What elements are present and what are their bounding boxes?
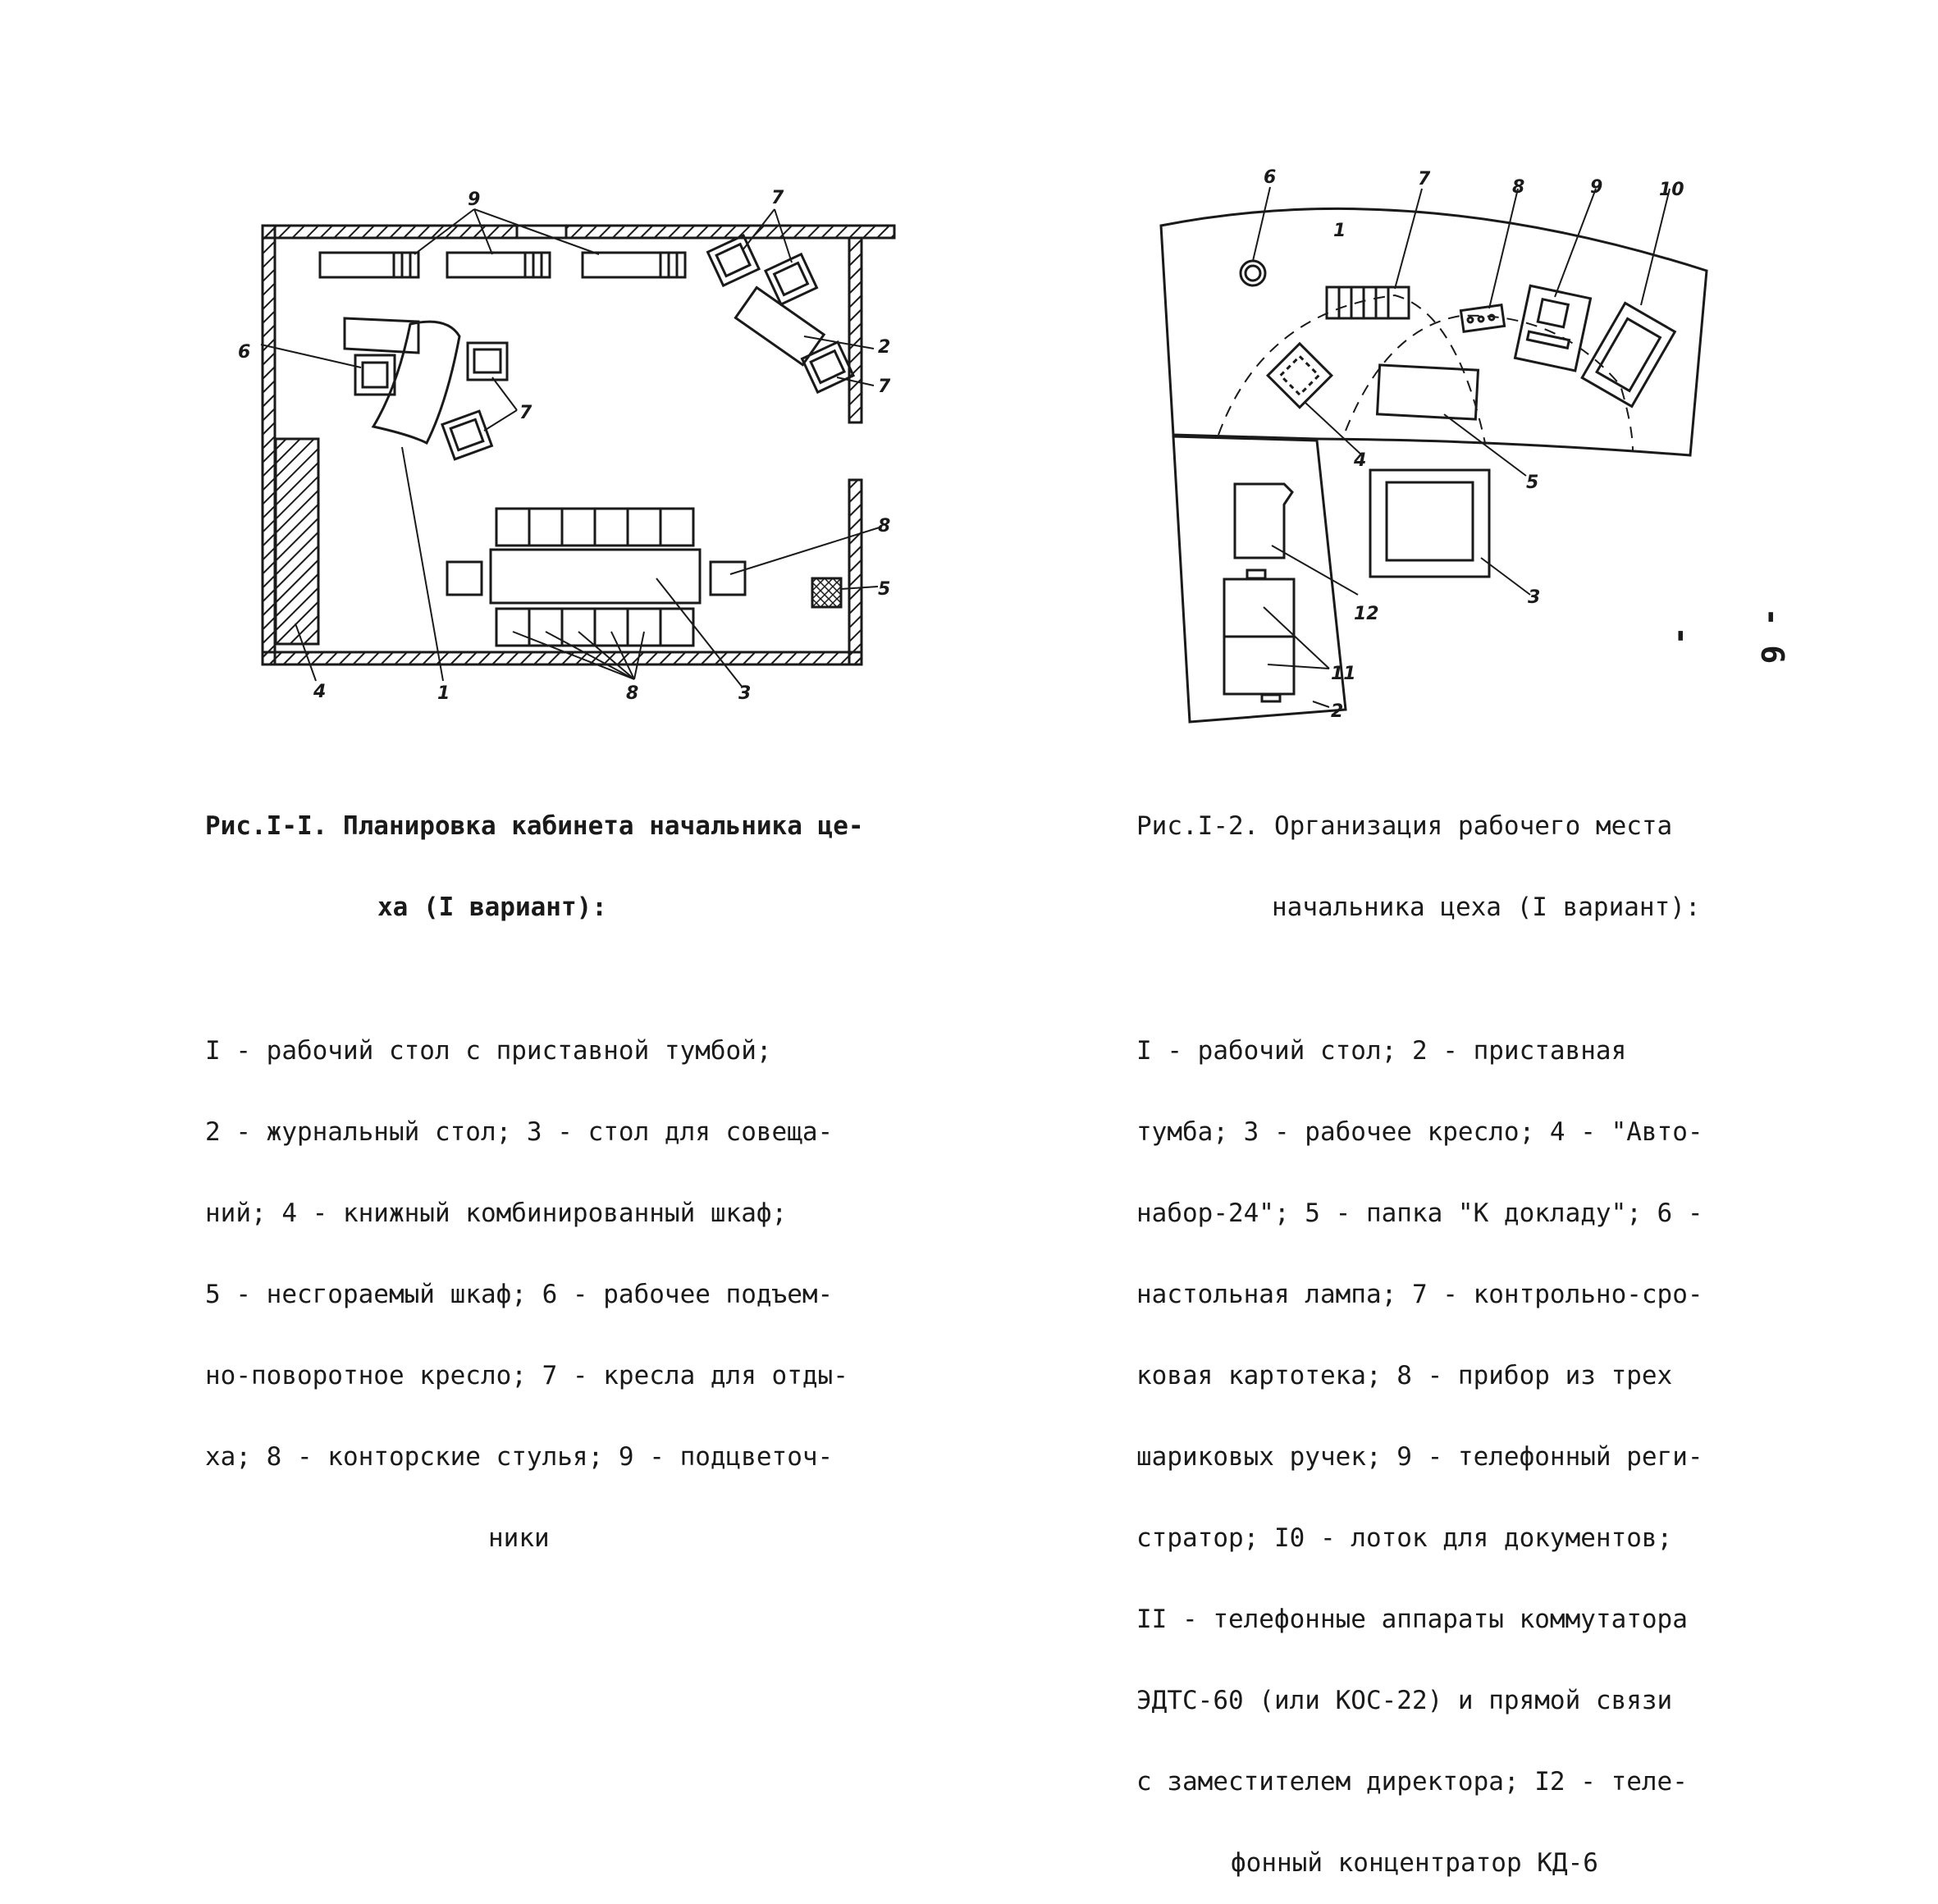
working-chair [260,344,396,396]
label-7-right: 7 [878,377,891,397]
page-number: - 6 - [1664,607,1790,664]
figure2-caption-line: стратор; I0 - лоток для документов; [1136,1523,1673,1553]
label-1: 1 [437,683,450,704]
figure2-caption-line: I - рабочий стол; 2 - приставная [1136,1036,1627,1066]
figure2-caption-line: набор-24"; 5 - папка "К докладу"; 6 - [1136,1199,1703,1228]
room-walls [261,224,896,666]
label2-6: 6 [1264,167,1276,188]
desk-outline [1159,207,1708,457]
figure1-caption-line: I - рабочий стол с приставной тумбой; [205,1036,772,1066]
label2-1: 1 [1333,221,1346,241]
figure1-labels: 9 7 2 7 6 7 8 5 4 1 8 3 [238,188,891,704]
fireproof-safe [811,577,879,609]
figure1-caption-line: ха; 8 - конторские стулья; 9 - подцветоч… [205,1442,834,1472]
lounge-chairs [441,341,518,461]
figure2-caption-line: ЭДТС-60 (или КОС-22) и прямой связи [1136,1686,1673,1715]
label-7-mid: 7 [519,403,532,423]
side-unit-outline [1172,435,1347,724]
workplace-diagram [1159,186,1708,724]
figure1-caption: Рис.I-I. Планировка кабинета начальника … [205,759,864,1579]
flower-stands [318,208,687,279]
meeting-table-group [446,507,883,688]
label2-9: 9 [1590,177,1602,198]
label-8-right: 8 [878,516,890,536]
label-5: 5 [878,579,890,600]
bookcase [274,437,320,682]
label2-8: 8 [1512,177,1524,198]
label-4: 4 [313,682,326,702]
label2-3: 3 [1528,587,1540,608]
label2-12: 12 [1354,604,1379,624]
label2-2: 2 [1331,701,1343,722]
figure2-caption-title-line1: Рис.I-2. Организация рабочего места [1136,811,1673,841]
working-desk [343,317,461,682]
figure2-caption-line: ковая картотека; 8 - прибор из трех [1136,1361,1673,1390]
figure1-caption-line: 2 - журнальный стол; 3 - стол для совеща… [205,1117,834,1147]
figure1-caption-title-line2: ха (I вариант): [377,893,607,922]
label-6: 6 [238,342,250,363]
label2-10: 10 [1659,180,1684,200]
figure2-caption-line: шариковых ручек; 9 - телефонный реги- [1136,1442,1703,1472]
figure2-caption: Рис.I-2. Организация рабочего места нача… [1136,759,1703,1904]
label-9: 9 [468,189,480,210]
figure2-caption-title-line2: начальника цеха (I вариант): [1272,893,1701,922]
coffee-table-group [706,208,875,395]
figure1-caption-title-line1: Рис.I-I. Планировка кабинета начальника … [205,811,864,841]
figure2-labels: 6 1 7 8 9 10 4 5 3 12 11 2 [1264,167,1684,722]
figure1-caption-line: ники [488,1523,550,1553]
label-7-top: 7 [771,188,784,208]
figure1-caption-line: 5 - несгораемый шкаф; 6 - рабочее подъем… [205,1280,834,1309]
figure1-caption-line: ний; 4 - книжный комбинированный шкаф; [205,1199,788,1228]
figure1-caption-line: но-поворотное кресло; 7 - кресла для отд… [205,1361,848,1390]
figure2-caption-line: фонный концентратор КД-6 [1231,1848,1598,1878]
label-3: 3 [738,683,751,704]
office-plan-diagram [260,208,896,688]
label2-7: 7 [1418,169,1431,189]
figure2-caption-line: тумба; 3 - рабочее кресло; 4 - "Авто- [1136,1117,1703,1147]
figure2-caption-line: настольная лампа; 7 - контрольно-сро- [1136,1280,1703,1309]
figure2-caption-line: II - телефонные аппараты коммутатора [1136,1605,1688,1634]
label-2: 2 [878,337,890,358]
label-8-bottom: 8 [626,683,638,704]
drawings: 9 7 2 7 6 7 8 5 4 1 8 3 [238,167,1708,724]
label2-11: 11 [1331,664,1356,684]
label2-4: 4 [1353,450,1366,471]
figure2-caption-line: с заместителем директора; I2 - теле- [1136,1767,1688,1797]
label2-5: 5 [1526,473,1538,493]
